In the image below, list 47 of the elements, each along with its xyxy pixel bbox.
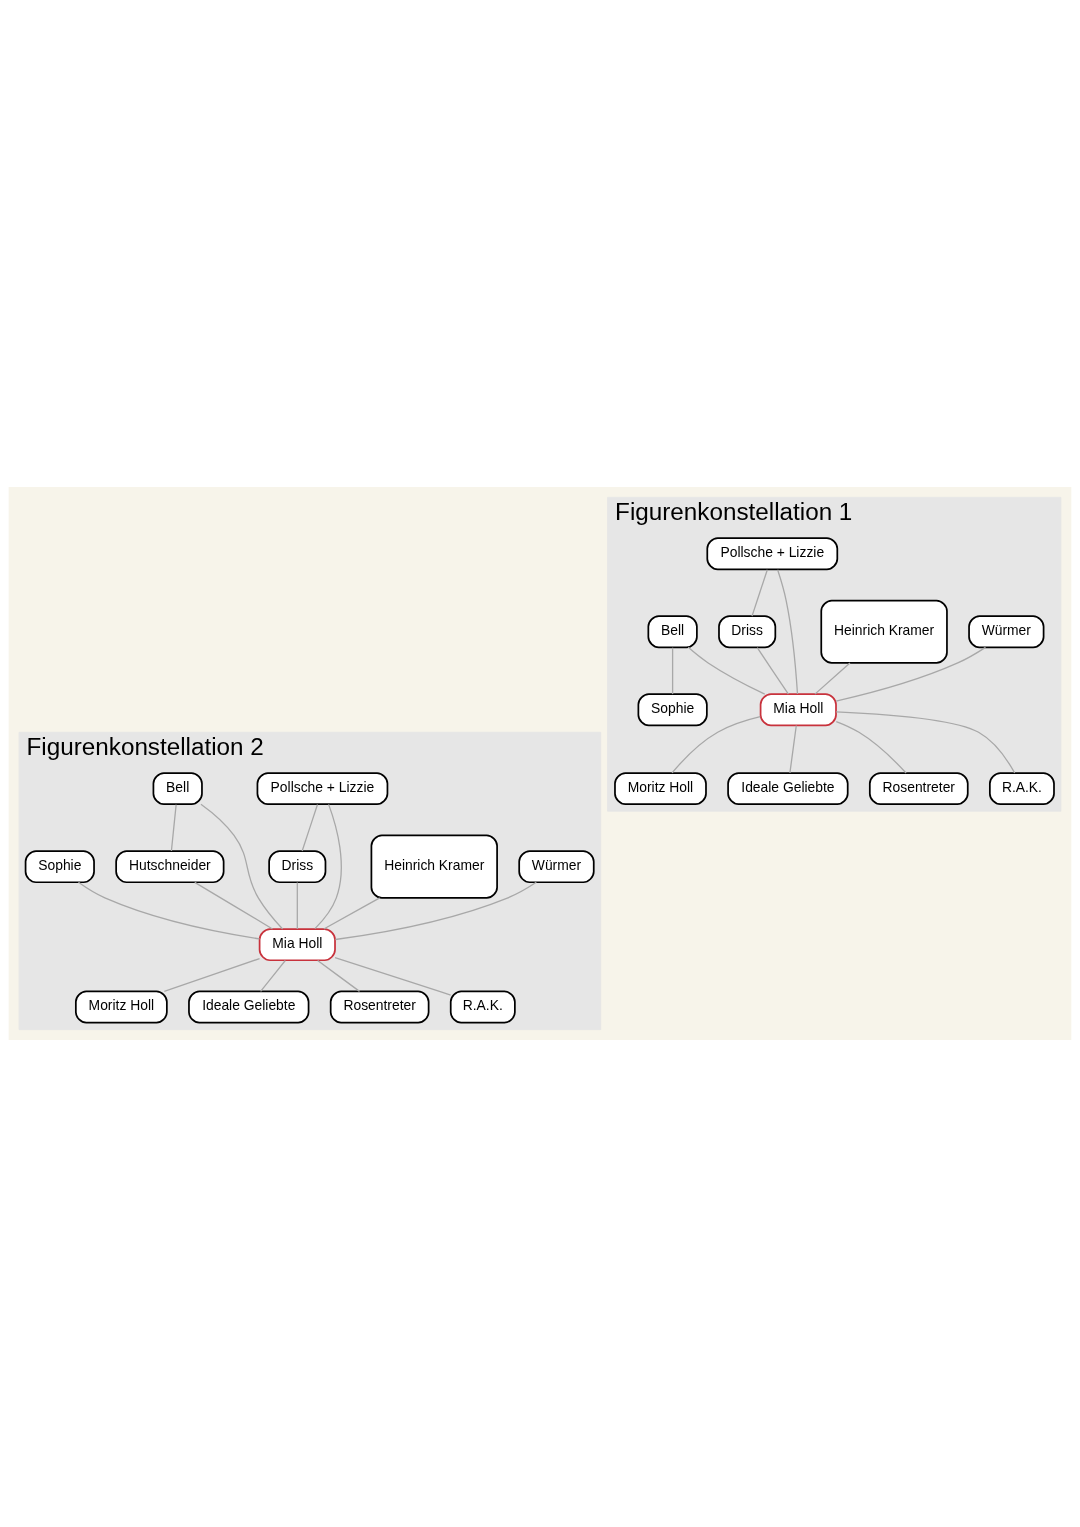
node-box: Ideale Geliebte <box>727 772 849 806</box>
node-box: Pollsche + Lizzie <box>706 537 839 571</box>
node-box: Driss <box>718 615 777 649</box>
connector <box>789 724 797 774</box>
node-box: Heinrich Kramer <box>370 834 498 899</box>
connector <box>835 646 987 702</box>
node-box: Rosentreter <box>329 990 430 1024</box>
node-box: R.A.K. <box>449 990 516 1024</box>
connector <box>301 803 319 852</box>
connector <box>835 720 907 774</box>
node-box: Pollsche + Lizzie <box>256 772 389 806</box>
connector <box>296 881 298 930</box>
connector <box>756 647 790 695</box>
connector <box>835 711 1016 774</box>
connector <box>334 881 537 941</box>
connector <box>163 957 261 993</box>
connector <box>317 959 361 992</box>
node-box: Driss <box>268 850 327 884</box>
node-box: Würmer <box>968 615 1045 649</box>
node-box: Moritz Holl <box>74 990 168 1024</box>
node-box: Würmer <box>518 850 595 884</box>
connector <box>751 569 768 617</box>
connector <box>814 662 851 695</box>
connector <box>200 803 284 930</box>
connector <box>671 716 761 774</box>
connector <box>777 569 799 695</box>
connector <box>687 646 766 695</box>
node-box: Mia Holl <box>258 928 336 962</box>
node-box: Sophie <box>637 693 708 727</box>
node-box: Sophie <box>24 850 95 884</box>
connector <box>334 956 452 996</box>
node-box: Rosentreter <box>868 772 969 806</box>
connector <box>170 803 177 852</box>
connector <box>259 959 286 992</box>
connector <box>671 647 674 695</box>
node-box: Ideale Geliebte <box>188 990 310 1024</box>
node-box: Moritz Holl <box>614 772 707 806</box>
connector <box>323 897 381 930</box>
connector <box>77 881 261 940</box>
node-box: Heinrich Kramer <box>820 599 948 664</box>
node-box: Bell <box>647 615 698 649</box>
connector <box>194 881 274 930</box>
node-box: Hutschneider <box>115 850 225 884</box>
node-box: R.A.K. <box>989 772 1055 806</box>
connector <box>314 803 342 930</box>
node-box: Bell <box>152 772 203 806</box>
node-box: Mia Holl <box>759 693 837 727</box>
